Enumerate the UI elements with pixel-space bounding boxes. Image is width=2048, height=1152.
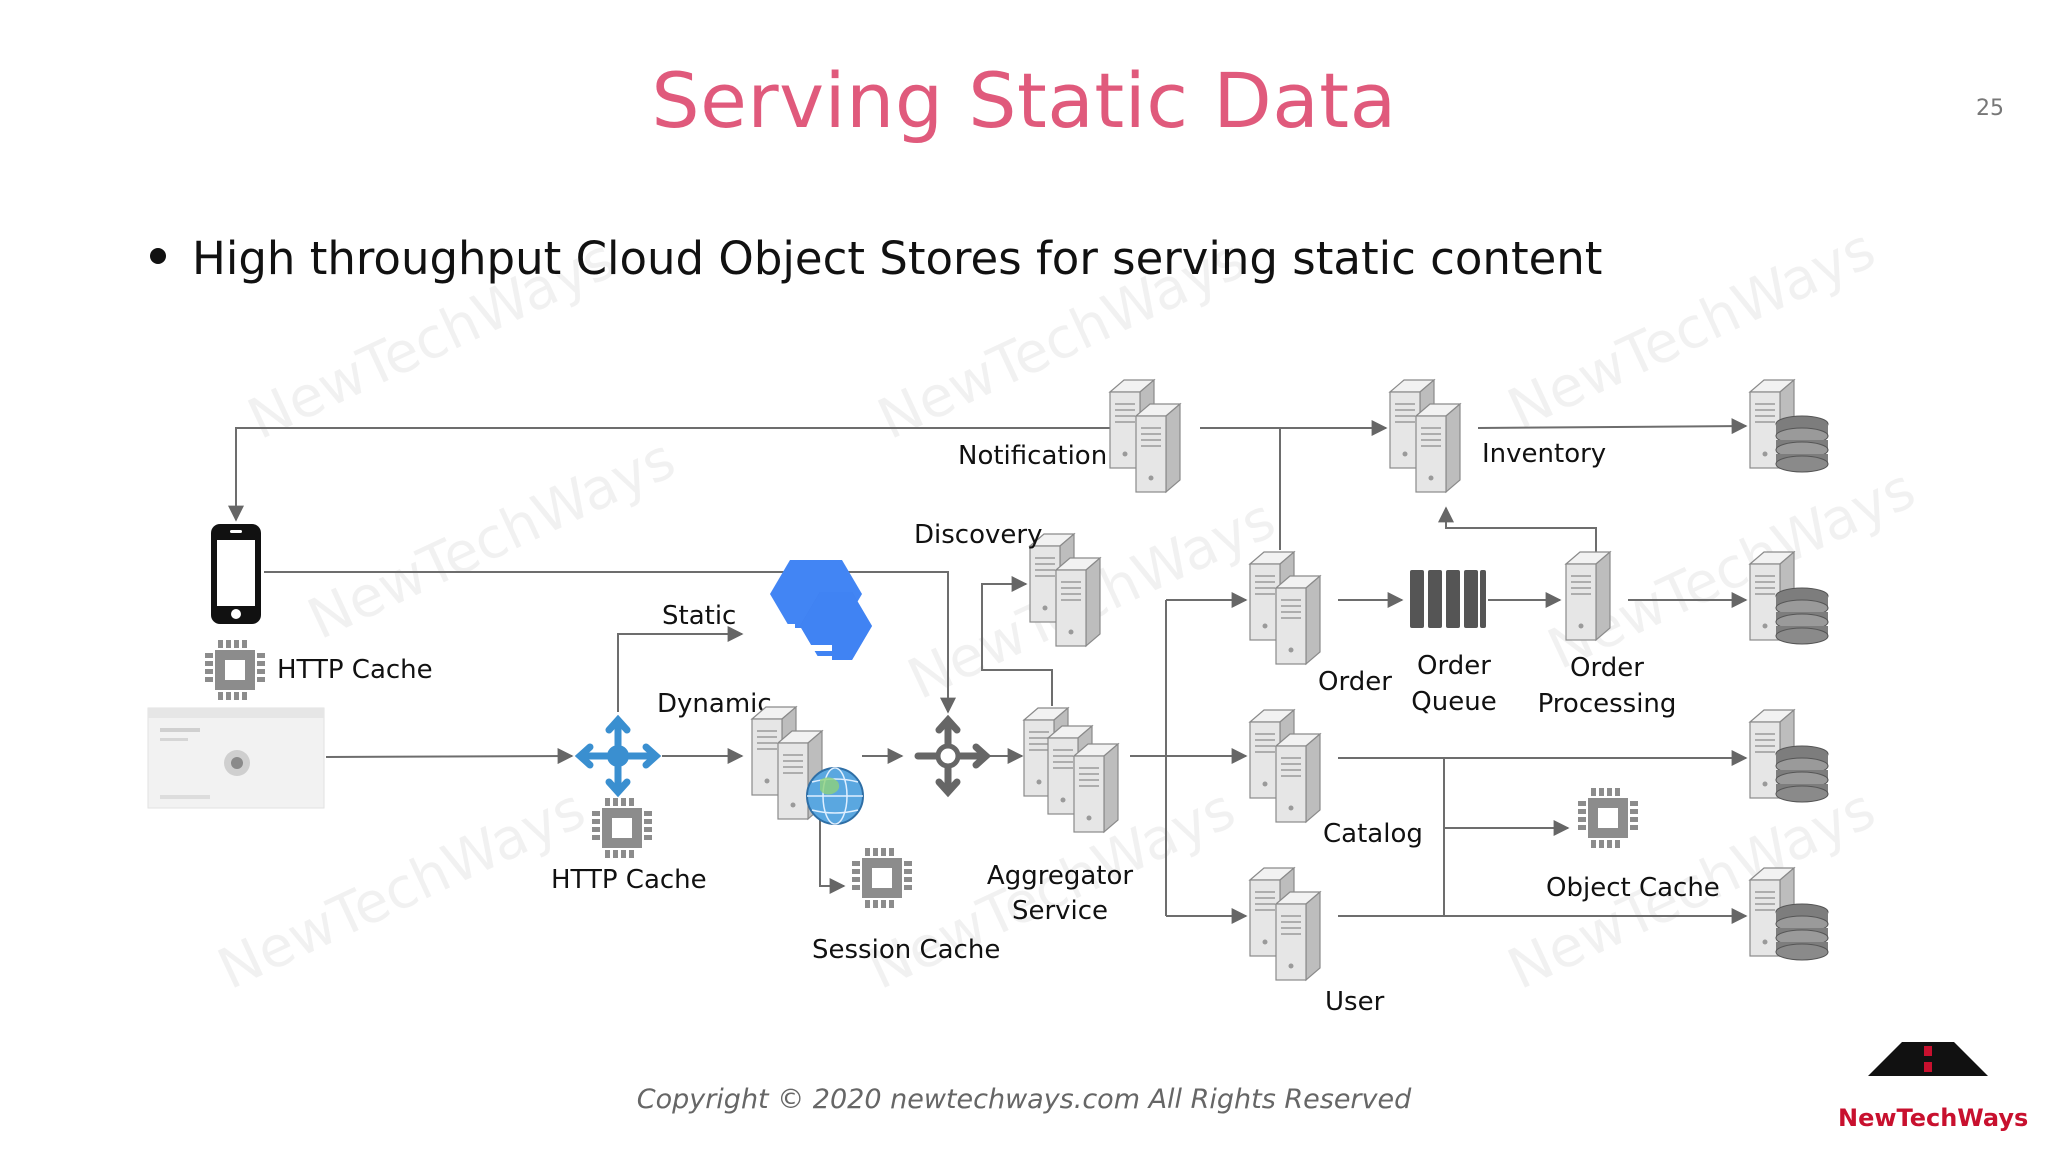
- watermark: NewTechWays: [298, 426, 684, 652]
- database-icon: [1750, 868, 1828, 960]
- label-static: Static: [662, 601, 736, 631]
- slide-title: Serving Static Data: [651, 56, 1397, 145]
- bullet-point: High throughput Cloud Object Stores for …: [150, 232, 1602, 285]
- label-http-cache-client: HTTP Cache: [277, 655, 433, 685]
- connector-aggregator-to-discovery: [981, 576, 1053, 706]
- server-icon: [1110, 380, 1180, 492]
- bullet-dot-icon: [150, 248, 166, 264]
- label-dynamic: Dynamic: [657, 689, 772, 719]
- label-aggregator-line1: Aggregator: [987, 861, 1133, 891]
- connector-inventory-to-db: [1477, 418, 1748, 435]
- server-icon: [1024, 708, 1118, 832]
- connector-phone-to-router: [264, 571, 956, 714]
- label-order: Order: [1318, 667, 1392, 697]
- label-inventory: Inventory: [1482, 439, 1606, 469]
- chip-icon: [852, 848, 912, 908]
- chip-icon: [205, 640, 265, 700]
- logo-text: NewTechWays: [1838, 1104, 2029, 1132]
- connector-notification-to-phone: [228, 427, 1120, 522]
- label-user: User: [1325, 987, 1385, 1017]
- connector-browser-to-gateway: [325, 748, 574, 765]
- router-icon: [914, 714, 992, 798]
- connector-dynamic-to-session-cache: [819, 820, 846, 894]
- bullet-text: High throughput Cloud Object Stores for …: [192, 232, 1603, 285]
- connectors: [228, 418, 1748, 924]
- watermark: NewTechWays: [238, 226, 624, 452]
- label-order-queue-line1: Order: [1417, 651, 1491, 681]
- label-http-cache-gateway: HTTP Cache: [551, 865, 707, 895]
- server-icon: [1565, 551, 1611, 641]
- chip-icon: [592, 798, 652, 858]
- label-session-cache: Session Cache: [812, 935, 1000, 965]
- chip-icon: [1578, 788, 1638, 848]
- copyright-footer: Copyright © 2020 newtechways.com All Rig…: [636, 1084, 1412, 1115]
- globe-icon: [806, 767, 864, 825]
- label-order-processing-line1: Order: [1570, 653, 1644, 683]
- database-icon: [1750, 710, 1828, 802]
- connector-processing-to-inventory: [1438, 506, 1597, 552]
- connector-gateway-static: [617, 626, 744, 712]
- phone-icon: [211, 524, 261, 624]
- label-object-cache: Object Cache: [1546, 873, 1720, 903]
- label-order-queue-line2: Queue: [1411, 687, 1496, 717]
- label-catalog: Catalog: [1323, 819, 1423, 849]
- watermark: NewTechWays: [868, 226, 1254, 452]
- server-icon: [1250, 868, 1320, 980]
- watermark: NewTechWays: [208, 776, 594, 1002]
- page-number: 25: [1976, 96, 2004, 121]
- road-logo-icon: [1868, 1042, 1988, 1076]
- label-order-processing-line2: Processing: [1538, 689, 1677, 719]
- label-discovery: Discovery: [914, 520, 1042, 550]
- api-gateway-icon: [574, 714, 662, 798]
- browser-icon: [147, 707, 325, 809]
- database-icon: [1750, 380, 1828, 472]
- newtechways-logo: NewTechWays: [1838, 1036, 2029, 1132]
- server-icon: [1250, 552, 1320, 664]
- watermark: NewTechWays: [1498, 216, 1884, 442]
- queue-icon: [1410, 570, 1486, 628]
- server-icon: [1390, 380, 1460, 492]
- server-icon: [1250, 710, 1320, 822]
- cloud-storage-icon: [770, 560, 872, 662]
- label-aggregator-line2: Service: [1012, 896, 1108, 926]
- label-notification: Notification: [958, 441, 1107, 471]
